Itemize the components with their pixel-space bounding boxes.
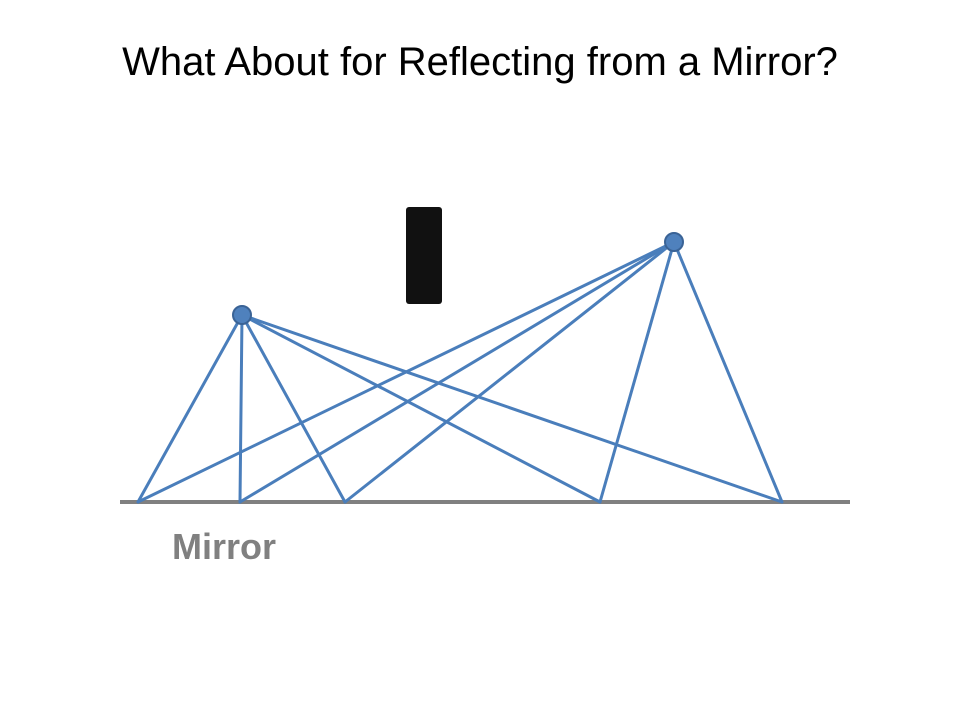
slide-title: What About for Reflecting from a Mirror? — [122, 40, 838, 84]
ray — [598, 240, 676, 504]
left-source-rays — [136, 313, 784, 504]
left-light-point — [232, 305, 252, 325]
ray — [240, 313, 784, 504]
ray — [672, 240, 784, 504]
blocker-rect — [406, 207, 442, 304]
ray — [343, 240, 676, 504]
ray — [240, 313, 347, 504]
ray — [238, 240, 676, 504]
ray — [136, 240, 676, 504]
right-light-point — [664, 232, 684, 252]
ray — [240, 313, 602, 504]
right-source-rays — [136, 240, 784, 504]
ray — [238, 313, 244, 504]
mirror-label: Mirror — [172, 526, 277, 567]
ray — [136, 313, 244, 504]
